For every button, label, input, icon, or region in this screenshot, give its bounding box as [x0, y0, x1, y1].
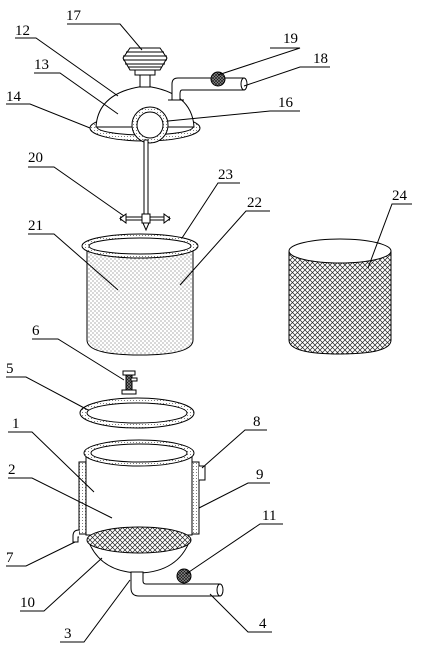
label-11: 11	[262, 508, 276, 524]
label-12: 12	[15, 23, 30, 39]
top-knob	[122, 47, 168, 76]
clamp-part	[121, 370, 138, 395]
label-18: 18	[313, 51, 328, 67]
mesh-cylinder	[288, 238, 392, 355]
label-3: 3	[64, 626, 72, 642]
bottom-outlet-pipe	[130, 571, 224, 597]
lid-outlet-pipe	[168, 77, 248, 101]
stirrer-shaft	[119, 139, 171, 232]
label-24: 24	[392, 188, 408, 204]
heating-jacket-left	[78, 461, 87, 535]
label-5: 5	[6, 361, 14, 377]
label-19: 19	[283, 31, 298, 47]
basket-rim-inner	[88, 237, 192, 255]
sight-glass-inner	[136, 111, 164, 139]
label-23: 23	[218, 167, 233, 183]
filter-basket	[81, 233, 199, 356]
vessel-rim-inner	[90, 443, 188, 463]
vessel-body	[85, 456, 193, 536]
leader-lines	[6, 23, 412, 643]
label-20: 20	[28, 150, 43, 166]
label-21: 21	[28, 218, 43, 234]
heating-jacket-right	[191, 461, 200, 535]
label-7: 7	[6, 550, 14, 566]
label-17: 17	[66, 8, 82, 24]
main-vessel	[72, 439, 224, 597]
label-2: 2	[8, 462, 16, 478]
seal-ring	[79, 397, 195, 429]
label-13: 13	[34, 57, 49, 73]
bottom-valve-ball	[176, 568, 192, 584]
label-14: 14	[6, 89, 22, 105]
lid-valve-ball	[210, 71, 226, 87]
label-9: 9	[256, 467, 264, 483]
label-16: 16	[278, 95, 294, 111]
label-1: 1	[12, 416, 20, 432]
label-8: 8	[253, 414, 261, 430]
label-6: 6	[32, 323, 40, 339]
side-nozzle-left	[72, 529, 80, 543]
label-22: 22	[247, 195, 262, 211]
basket-body	[86, 249, 194, 356]
label-4: 4	[259, 616, 267, 632]
lid-neck	[139, 73, 151, 88]
side-nozzle-right	[199, 465, 206, 481]
screen-plate	[86, 526, 192, 554]
label-10: 10	[20, 595, 35, 611]
lid-assembly	[89, 47, 248, 144]
part-labels: 17 12 19 18 13 14 16 20 23 24 22 21 6 5 …	[6, 8, 408, 642]
